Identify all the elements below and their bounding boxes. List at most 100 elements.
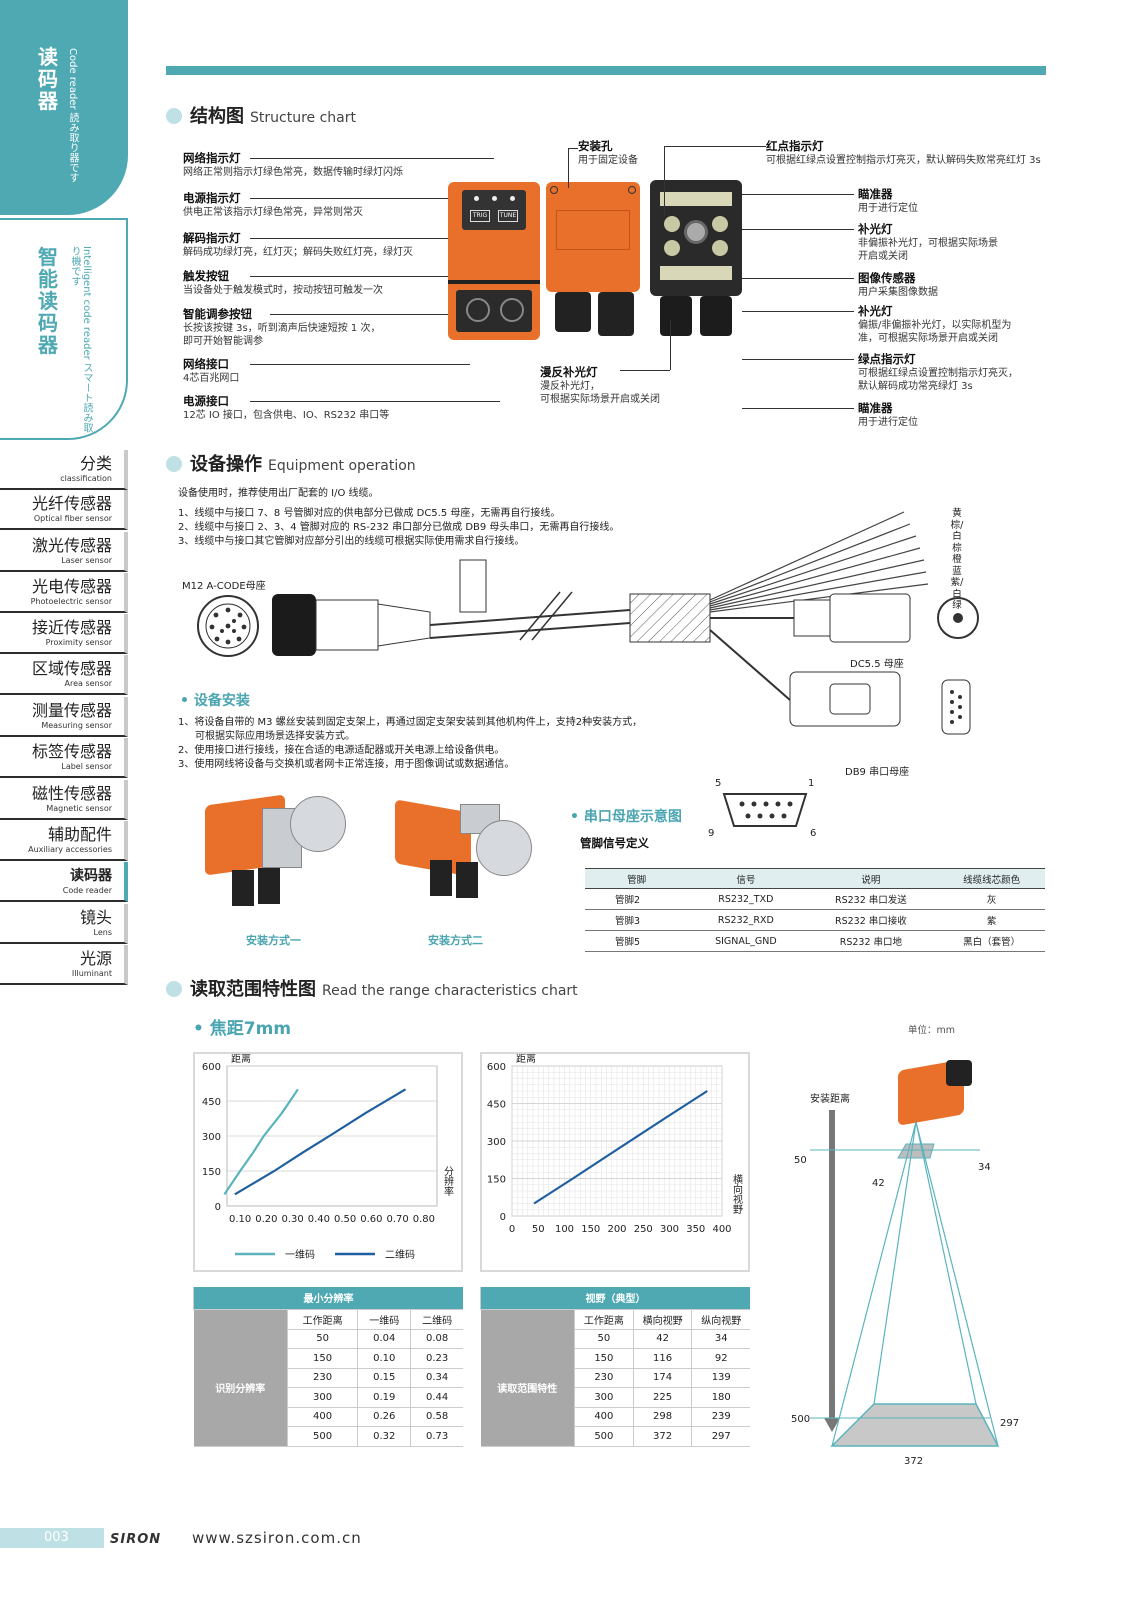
table-cell: 150 xyxy=(574,1348,634,1369)
distance-axis-arrow xyxy=(824,1418,840,1432)
trigger-button[interactable]: TRIG xyxy=(470,210,490,222)
label-desc: 准，可根据实际场景开启或关闭 xyxy=(858,333,998,344)
db9-cable xyxy=(709,629,791,701)
dc-label: DC5.5 母座 xyxy=(850,659,904,670)
device-side-view xyxy=(546,182,640,292)
y-tick-label: 0 xyxy=(500,1212,506,1223)
wire-color: 蓝 xyxy=(952,565,962,577)
category-sublabel: Photoelectric sensor xyxy=(30,597,112,606)
table-corner xyxy=(480,1309,575,1329)
tab-subtitle: Code reader 読み取り器です xyxy=(67,48,78,183)
label-title: 网络接口 xyxy=(183,357,229,371)
table-cell: 紫 xyxy=(938,909,1045,931)
m12-label: M12 A-CODE母座 xyxy=(182,581,266,592)
focal-length-label: • 焦距7mm xyxy=(193,1019,292,1039)
leader-line xyxy=(270,314,448,315)
install-way1-label: 安装方式一 xyxy=(246,934,301,947)
leader-line xyxy=(568,148,578,149)
table-cell: 0.58 xyxy=(410,1407,463,1427)
label-desc: 长按该按键 3s，听到滴声后快速短按 1 次， xyxy=(183,323,381,334)
table-cell: 42 xyxy=(632,1329,692,1349)
x-axis-label: 横向视野 xyxy=(731,1173,743,1214)
series-line xyxy=(234,1088,407,1196)
connector-body xyxy=(315,599,379,651)
category-label: 区域传感器 xyxy=(31,659,112,678)
table-cell: 管脚2 xyxy=(585,888,689,910)
table-cell: 0.04 xyxy=(357,1329,411,1349)
y-tick-label: 0 xyxy=(215,1202,221,1213)
sidebar-tab-intelligent-reader[interactable]: 智能读码器 Intelligent code reader スマート読み取り機で… xyxy=(0,218,128,440)
category-sublabel: Measuring sensor xyxy=(41,721,112,730)
leader-line xyxy=(670,320,671,370)
structure-label: 绿点指示灯可根据红绿点设置控制指示灯亮灭，默认解码成功常亮绿灯 3s xyxy=(858,351,1018,393)
table-cell: 300 xyxy=(286,1387,358,1408)
website-link[interactable]: www.szsiron.com.cn xyxy=(192,1529,362,1547)
label-desc: 开启或关闭 xyxy=(858,251,908,262)
label-title: 补光灯 xyxy=(858,222,893,236)
power-led-icon xyxy=(492,196,497,201)
y-tick-label: 600 xyxy=(202,1062,221,1073)
category-sublabel: Illuminant xyxy=(71,969,112,978)
db9-pin-label: 5 xyxy=(715,778,722,789)
operation-item: 2、线缆中与接口 2、3、4 管脚对应的 RS-232 串口部分已做成 DB9 … xyxy=(178,522,620,533)
label-title: 电源接口 xyxy=(183,394,229,408)
leader-line xyxy=(250,276,448,277)
category-sublabel: Laser sensor xyxy=(61,556,112,565)
table-cell: 174 xyxy=(632,1368,692,1388)
table-cell: 0.32 xyxy=(357,1426,411,1447)
structure-label: 触发按钮当设备处于触发模式时，按动按钮可触发一次 xyxy=(183,268,383,297)
sidebar-tab-code-reader[interactable]: 读码器 Code reader 読み取り器です xyxy=(0,0,128,215)
tune-button[interactable]: TUNE xyxy=(498,210,518,222)
pin-table-header: 信号 xyxy=(688,868,804,889)
unit-label: 单位：mm xyxy=(908,1025,956,1036)
device-front-view xyxy=(650,180,742,296)
cable-diagram xyxy=(197,511,979,735)
x-axis-label: 分辨率 xyxy=(442,1166,454,1197)
fill-light-icon xyxy=(712,216,728,232)
pin-table-header: 说明 xyxy=(803,868,939,889)
db9-connector-shell xyxy=(829,683,871,715)
table-cell: RS232 串口接收 xyxy=(803,909,939,931)
structure-label: 瞄准器用于进行定位 xyxy=(858,400,918,429)
table-cell: 500 xyxy=(286,1426,358,1447)
fov-header: 工作距离 xyxy=(574,1309,634,1330)
table-cell: 116 xyxy=(632,1348,692,1369)
db9-face xyxy=(941,679,971,735)
connector-tail xyxy=(377,603,431,647)
resolution-header: 工作距离 xyxy=(286,1309,358,1330)
title-en: Read the range characteristics chart xyxy=(322,983,578,999)
leader-line xyxy=(742,311,854,312)
serial-title: • 串口母座示意图 xyxy=(570,809,682,825)
label-desc: 当设备处于触发模式时，按动按钮可触发一次 xyxy=(183,285,383,296)
label-title: 补光灯 xyxy=(858,304,893,318)
x-tick-label: 0 xyxy=(509,1224,515,1235)
install-title-text: 设备安装 xyxy=(193,693,250,709)
x-tick-label: 0.60 xyxy=(360,1214,382,1225)
category-sublabel: Auxiliary accessories xyxy=(28,845,112,854)
x-tick-label: 150 xyxy=(581,1224,600,1235)
table-cell: 50 xyxy=(286,1329,358,1349)
